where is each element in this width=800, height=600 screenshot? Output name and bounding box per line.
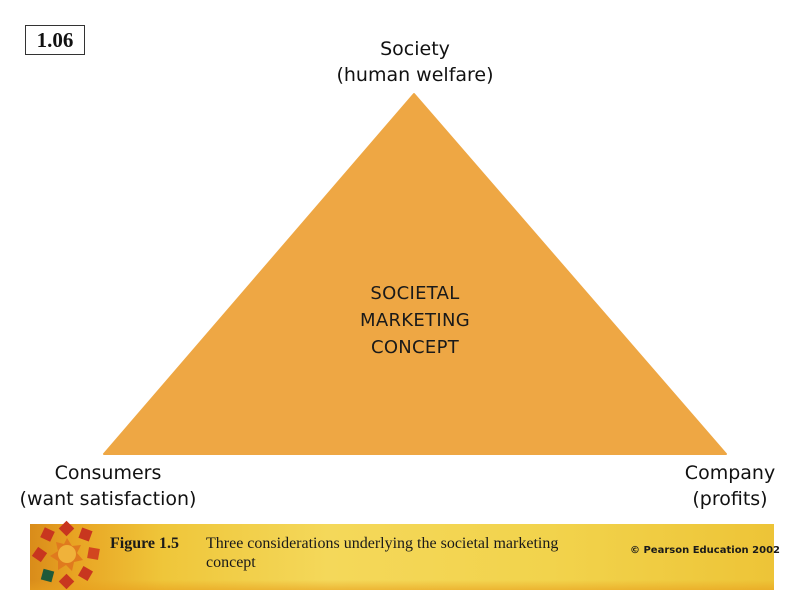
publisher-logo-icon	[31, 520, 100, 590]
copyright-notice: © Pearson Education 2002	[630, 545, 780, 556]
vertex-company-subtitle: (profits)	[692, 488, 768, 510]
figure-description: Three considerations underlying the soci…	[206, 535, 559, 571]
slide-number: 1.06	[25, 25, 85, 55]
footer-banner	[30, 524, 774, 590]
figure-number: Figure 1.5	[110, 535, 180, 552]
vertex-label-company: Company (profits)	[650, 460, 800, 512]
vertex-society-title: Society	[380, 38, 450, 60]
vertex-consumers-subtitle: (want satisfaction)	[19, 488, 197, 510]
center-label-line-3: CONCEPT	[370, 337, 460, 358]
vertex-company-title: Company	[684, 462, 776, 484]
vertex-consumers-title: Consumers	[54, 462, 162, 484]
center-label-line-1: SOCIETAL	[370, 283, 460, 304]
vertex-society-subtitle: (human welfare)	[336, 64, 494, 86]
triangle-shape	[103, 93, 727, 455]
logo-center	[58, 545, 76, 563]
vertex-label-society: Society (human welfare)	[300, 36, 530, 88]
center-label-line-2: MARKETING	[360, 310, 470, 331]
vertex-label-consumers: Consumers (want satisfaction)	[6, 460, 210, 512]
center-concept-label: SOCIETAL MARKETING CONCEPT	[320, 280, 510, 361]
